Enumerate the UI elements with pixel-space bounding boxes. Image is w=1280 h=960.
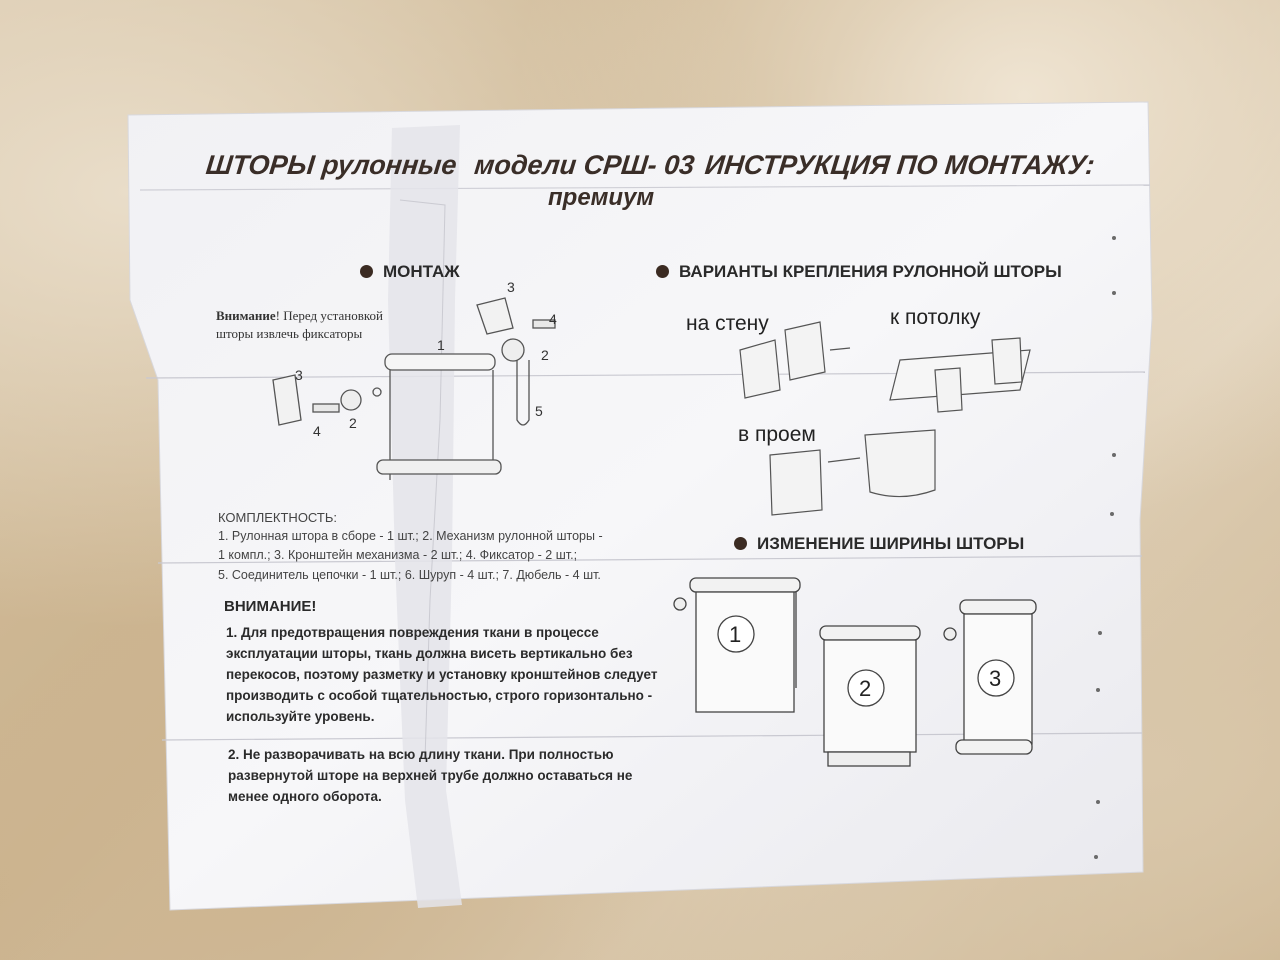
warning-p1-line-3: перекосов, поэтому разметку и установку … xyxy=(226,667,658,682)
kit-heading: КОМПЛЕКТНОСТЬ: xyxy=(218,510,337,525)
mounting-heading-text: МОНТАЖ xyxy=(383,262,460,281)
perforation-hole xyxy=(1110,512,1114,516)
variants-heading: ВАРИАНТЫ КРЕПЛЕНИЯ РУЛОННОЙ ШТОРЫ xyxy=(656,262,1062,282)
variant-opening: в проем xyxy=(738,423,816,446)
warning-p1-line-1: 1. Для предотвращения повреждения ткани … xyxy=(226,625,599,640)
variant-wall: на стену xyxy=(686,312,769,335)
kit-line-3: 5. Соединитель цепочки - 1 шт.; 6. Шуруп… xyxy=(218,568,601,582)
perforation-hole xyxy=(1096,800,1100,804)
warning-heading: ВНИМАНИЕ! xyxy=(224,598,317,615)
perforation-hole xyxy=(1112,453,1116,457)
kit-line-2: 1 компл.; 3. Кронштейн механизма - 2 шт.… xyxy=(218,548,578,562)
attention-note: Внимание! Перед установкой xyxy=(216,308,383,324)
page-subtitle: премиум xyxy=(548,184,655,211)
page-title: ШТОРЫ рулонные модели СРШ- 03 xyxy=(204,150,696,181)
label-3-right: 3 xyxy=(507,280,515,295)
variants-heading-text: ВАРИАНТЫ КРЕПЛЕНИЯ РУЛОННОЙ ШТОРЫ xyxy=(679,262,1062,281)
label-4-right: 4 xyxy=(549,311,557,327)
warning-p1-line-2: эксплуатации шторы, ткань должна висеть … xyxy=(226,646,633,661)
bullet-icon xyxy=(360,265,373,278)
mounting-diagram: 1 2 3 4 5 2 3 4 xyxy=(272,280,557,480)
label-3-left: 3 xyxy=(295,367,303,383)
step-2: 2 xyxy=(859,676,871,701)
title-part-2: модели СРШ- 03 xyxy=(472,150,696,180)
perforation-hole xyxy=(1112,291,1116,295)
step-3: 3 xyxy=(989,666,1001,691)
warning-p1-line-5: используйте уровень. xyxy=(226,709,375,724)
label-4-left: 4 xyxy=(313,423,321,439)
mounting-heading: МОНТАЖ xyxy=(360,262,460,282)
label-2-left: 2 xyxy=(349,415,357,431)
warning-p2-line-2: развернутой шторе на верхней трубе должн… xyxy=(228,768,633,783)
bullet-icon xyxy=(656,265,669,278)
perforation-hole xyxy=(1096,688,1100,692)
title-part-1: ШТОРЫ рулонные xyxy=(204,150,459,180)
width-change-heading-text: ИЗМЕНЕНИЕ ШИРИНЫ ШТОРЫ xyxy=(757,534,1025,553)
attention-line-2: шторы извлечь фиксаторы xyxy=(216,326,363,341)
perforation-hole xyxy=(1112,236,1116,240)
label-5: 5 xyxy=(535,403,543,419)
kit-line-1: 1. Рулонная штора в сборе - 1 шт.; 2. Ме… xyxy=(218,529,603,543)
bullet-icon xyxy=(734,537,747,550)
width-change-heading: ИЗМЕНЕНИЕ ШИРИНЫ ШТОРЫ xyxy=(734,534,1024,554)
step-1: 1 xyxy=(729,622,741,647)
warning-p2-line-3: менее одного оборота. xyxy=(228,789,382,804)
variant-ceiling: к потолку xyxy=(890,306,981,329)
warning-p1-line-4: производить с особой тщательностью, стро… xyxy=(226,688,653,703)
attention-line-1: ! Перед установкой xyxy=(275,308,383,323)
width-change-diagram: 1 2 3 xyxy=(673,577,1037,767)
warning-p2-line-1: 2. Не разворачивать на всю длину ткани. … xyxy=(228,747,614,762)
bracket-variants-diagram xyxy=(739,321,1031,516)
instruction-title: ИНСТРУКЦИЯ ПО МОНТАЖУ: xyxy=(703,150,1097,180)
perforation-hole xyxy=(1098,631,1102,635)
perforation-hole xyxy=(1094,855,1098,859)
label-2-right: 2 xyxy=(541,347,549,363)
attention-bold: Внимание xyxy=(216,308,276,323)
label-1: 1 xyxy=(437,337,445,353)
